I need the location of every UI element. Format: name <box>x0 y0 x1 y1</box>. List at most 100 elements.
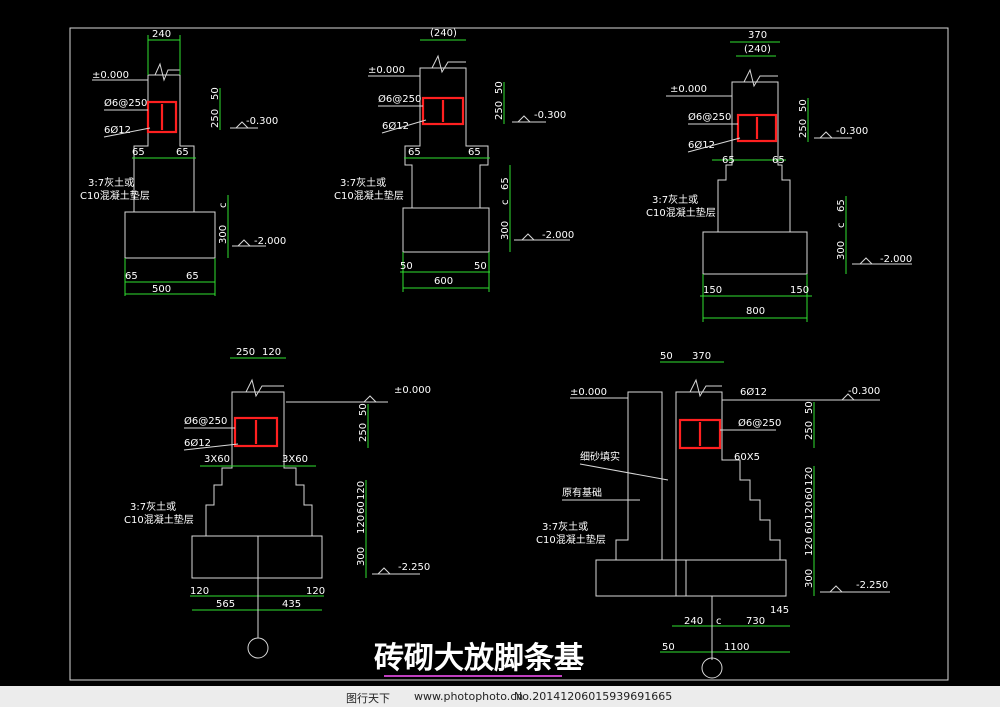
break-line-icon <box>676 378 722 398</box>
d3-elev-m030: -0.300 <box>836 126 868 137</box>
d2-elev-0: ±0.000 <box>368 65 405 76</box>
d3-step-l: 65 <box>722 155 735 166</box>
ring-beam-rebar-icon <box>146 100 178 134</box>
d2-cushion: 3:7灰土或 <box>340 176 386 189</box>
d5-elev-0: ±0.000 <box>570 387 607 398</box>
d2-dim-250: 250 <box>494 101 505 120</box>
d5-elev-m030: -0.300 <box>848 386 880 397</box>
d4-v120b: 120 <box>356 515 367 534</box>
d4-elev-0: ±0.000 <box>394 385 431 396</box>
d3-elev-0: ±0.000 <box>670 84 707 95</box>
d1-elev-m030: -0.300 <box>246 116 278 127</box>
d2-bars: 6Ø12 <box>382 120 409 132</box>
detail-3: 370 (240) ±0.000 Ø6@250 6Ø12 50 250 -0.3… <box>646 30 912 322</box>
d1-elev-m2: -2.000 <box>254 236 286 247</box>
concrete-cushion-1 <box>124 211 216 259</box>
d1-bot-w: 500 <box>152 284 171 295</box>
d5-cushion: 3:7灰土或 <box>542 520 588 533</box>
d3-dim-50: 50 <box>798 99 809 112</box>
axis-bubble-icon <box>247 637 269 659</box>
d5-b50: 50 <box>662 642 675 653</box>
d2-dim-300: 300 <box>500 221 511 240</box>
concrete-cushion-3 <box>702 231 808 275</box>
d3-dim-c: c <box>836 223 847 229</box>
drawing-title: 砖砌大放脚条基 <box>374 641 584 676</box>
d4-bot-a: 565 <box>216 599 235 610</box>
d2-bot-w: 600 <box>434 276 453 287</box>
axis-bubble-icon <box>701 657 723 679</box>
ring-beam-rebar-icon <box>421 96 465 126</box>
existing-foundation <box>615 391 663 561</box>
d1-bot-l: 65 <box>125 271 138 282</box>
drawing-frame <box>69 27 949 681</box>
d2-dim-50: 50 <box>494 81 505 94</box>
d5-dim-300: 300 <box>804 569 815 588</box>
d5-b240: 240 <box>684 616 703 627</box>
d4-step-r: 3X60 <box>282 454 308 465</box>
d4-w-a: 250 <box>236 347 255 358</box>
d5-orig: 原有基础 <box>562 486 602 499</box>
d4-cushion2: C10混凝土垫层 <box>124 513 194 526</box>
d1-step-r: 65 <box>176 147 189 158</box>
d4-v120a: 120 <box>356 481 367 500</box>
d5-b730: 730 <box>746 616 765 627</box>
d1-step-l: 65 <box>132 147 145 158</box>
d2-dim-c: c <box>500 200 511 206</box>
d3-elev-m2: -2.000 <box>880 254 912 265</box>
d5-steps: 60X5 <box>734 452 760 463</box>
d5-fill: 细砂填实 <box>580 450 620 463</box>
d4-cushion: 3:7灰土或 <box>130 500 176 513</box>
d1-cushion: 3:7灰土或 <box>88 176 134 189</box>
d3-dim-65: 65 <box>836 199 847 212</box>
concrete-cushion-2 <box>402 207 490 253</box>
ring-beam-rebar-icon <box>233 416 279 448</box>
d2-step-l: 65 <box>408 147 421 158</box>
d4-stirrup: Ø6@250 <box>184 415 227 427</box>
break-line-icon <box>232 378 284 398</box>
ring-beam-rebar-icon <box>678 418 722 450</box>
d2-cushion2: C10混凝土垫层 <box>334 189 404 202</box>
watermark-site: 图行天下 <box>346 692 390 705</box>
d2-step-r: 65 <box>468 147 481 158</box>
d2-bot-r: 50 <box>474 261 487 272</box>
d5-cushion2: C10混凝土垫层 <box>536 533 606 546</box>
detail-4: 250 120 ±0.000 Ø6@250 6Ø12 50 250 3X60 3… <box>124 347 431 659</box>
d3-step-r: 65 <box>772 155 785 166</box>
d5-bc: c <box>716 616 722 627</box>
d5-d145: 145 <box>770 605 789 616</box>
d5-b1100: 1100 <box>724 642 749 653</box>
watermark-no: No.20141206015939691665 <box>514 690 673 703</box>
d5-v60b: 60 <box>804 521 815 534</box>
d3-width-top2: (240) <box>744 44 771 55</box>
d4-v60: 60 <box>356 501 367 514</box>
detail-1: 240 ±0.000 Ø6@250 6Ø12 50 250 -0.300 65 … <box>80 29 286 296</box>
break-line-icon <box>420 54 466 74</box>
d3-bot-r: 150 <box>790 285 809 296</box>
d5-v120b: 120 <box>804 501 815 520</box>
watermark-url: www.photophoto.cn <box>414 690 524 703</box>
d1-dim-c: c <box>218 203 229 209</box>
concrete-cushion-5a <box>595 559 687 597</box>
d4-dim-250: 250 <box>358 423 369 442</box>
d2-stirrup: Ø6@250 <box>378 93 421 105</box>
wall-section-2 <box>404 67 489 209</box>
d4-w-b: 120 <box>262 347 281 358</box>
d1-dim-300: 300 <box>218 225 229 244</box>
d5-dim-250: 250 <box>804 421 815 440</box>
d4-dim-50: 50 <box>358 403 369 416</box>
detail-5: 50 370 ±0.000 6Ø12 -0.300 Ø6@250 50 250 … <box>536 351 890 679</box>
d3-cushion: 3:7灰土或 <box>652 193 698 206</box>
d2-width-top: (240) <box>430 28 457 39</box>
d2-bot-l: 50 <box>400 261 413 272</box>
d1-elev-0: ±0.000 <box>92 70 129 81</box>
d3-width-top: 370 <box>748 30 767 41</box>
d2-dim-65: 65 <box>500 177 511 190</box>
d5-v120c: 120 <box>804 537 815 556</box>
d3-bot-w: 800 <box>746 306 765 317</box>
d4-dim-300: 300 <box>356 547 367 566</box>
d2-elev-m030: -0.300 <box>534 110 566 121</box>
break-line-icon <box>732 68 778 88</box>
d3-cushion2: C10混凝土垫层 <box>646 206 716 219</box>
